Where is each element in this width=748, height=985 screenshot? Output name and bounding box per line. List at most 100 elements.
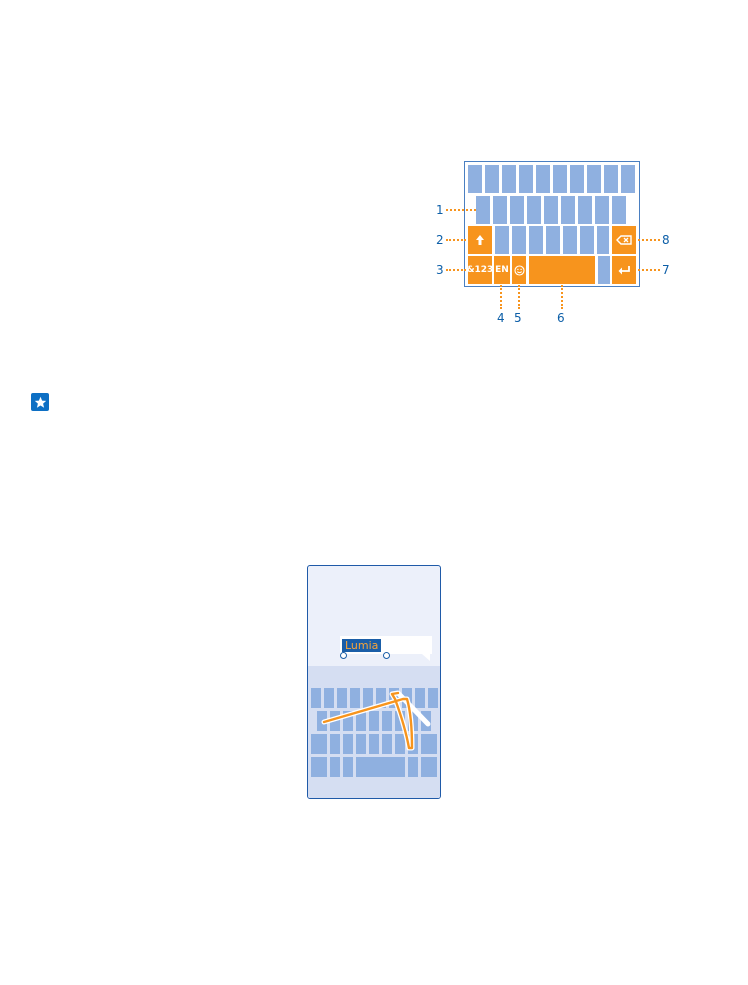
phone-key <box>356 757 405 777</box>
phone-key <box>311 757 327 777</box>
callout-2: 2 <box>436 233 444 247</box>
phone-key <box>363 688 373 708</box>
callout-4: 4 <box>497 311 505 325</box>
tip-star-badge <box>31 393 49 411</box>
callout-4-leader <box>500 285 502 309</box>
phone-key <box>337 688 347 708</box>
emoji-key <box>512 256 526 284</box>
letter-key <box>510 196 524 224</box>
phone-key <box>389 688 399 708</box>
phone-key <box>408 734 418 754</box>
letter-key <box>529 226 543 254</box>
phone-key <box>350 688 360 708</box>
phone-key <box>395 711 405 731</box>
phone-key <box>356 734 366 754</box>
phone-key <box>421 757 437 777</box>
space-key <box>529 256 595 284</box>
phone-key <box>421 734 437 754</box>
backspace-key <box>612 226 636 254</box>
phone-key <box>330 711 340 731</box>
star-icon <box>34 396 46 408</box>
phone-key <box>311 688 321 708</box>
callout-5-leader <box>518 285 520 309</box>
letter-key <box>553 165 567 193</box>
letter-key <box>546 226 560 254</box>
phone-key <box>408 757 418 777</box>
phone-key <box>402 688 412 708</box>
letter-key <box>544 196 558 224</box>
selection-handle-left <box>340 652 347 659</box>
callout-1: 1 <box>436 203 444 217</box>
shift-arrow-icon <box>476 235 484 245</box>
letter-key <box>502 165 516 193</box>
phone-key <box>311 734 327 754</box>
symbols-key-label: &123 <box>466 265 494 275</box>
letter-key <box>621 165 635 193</box>
letter-key <box>561 196 575 224</box>
callout-6-leader <box>561 285 563 309</box>
letter-key <box>468 165 482 193</box>
phone-key <box>428 688 438 708</box>
phone-keyboard <box>308 666 440 798</box>
callout-8-leader <box>638 239 660 241</box>
enter-icon <box>618 266 630 275</box>
phone-key <box>376 688 386 708</box>
phone-key <box>330 757 340 777</box>
phone-swipe-illustration: Lumia <box>307 565 441 799</box>
phone-key <box>330 734 340 754</box>
callout-3: 3 <box>436 263 444 277</box>
backspace-icon <box>616 235 632 245</box>
phone-key <box>343 757 353 777</box>
letter-key <box>512 226 526 254</box>
letter-key <box>570 165 584 193</box>
selection-handle-right <box>383 652 390 659</box>
enter-key <box>612 256 636 284</box>
letter-key <box>485 165 499 193</box>
phone-key <box>343 734 353 754</box>
phone-key <box>369 734 379 754</box>
keyboard-frame: &123 EN <box>464 161 640 287</box>
phone-key <box>356 711 366 731</box>
phone-key <box>324 688 334 708</box>
letter-key <box>597 226 609 254</box>
phone-key <box>343 711 353 731</box>
letter-key <box>563 226 577 254</box>
phone-key <box>395 734 405 754</box>
letter-key <box>536 165 550 193</box>
letter-key <box>476 196 490 224</box>
text-box-tail <box>422 654 430 661</box>
language-key-label: EN <box>495 265 509 275</box>
phone-key <box>382 734 392 754</box>
period-key <box>598 256 610 284</box>
callout-3-leader <box>446 269 466 271</box>
letter-key <box>604 165 618 193</box>
callout-5: 5 <box>514 311 522 325</box>
letter-key <box>578 196 592 224</box>
letter-key <box>519 165 533 193</box>
phone-key <box>421 711 431 731</box>
emoji-icon <box>513 264 525 276</box>
phone-key <box>408 711 418 731</box>
letter-key <box>595 196 609 224</box>
phone-key <box>415 688 425 708</box>
callout-7: 7 <box>662 263 670 277</box>
language-key: EN <box>494 256 510 284</box>
shift-key <box>468 226 492 254</box>
symbols-key: &123 <box>466 256 494 284</box>
letter-key <box>493 196 507 224</box>
letter-key <box>580 226 594 254</box>
keyboard-diagram: &123 EN 1 2 3 8 7 4 <box>0 0 748 340</box>
callout-1-leader <box>446 209 476 211</box>
letter-key <box>527 196 541 224</box>
letter-key <box>587 165 601 193</box>
letter-key <box>495 226 509 254</box>
letter-key <box>612 196 626 224</box>
phone-key <box>382 711 392 731</box>
callout-6: 6 <box>557 311 565 325</box>
selected-word: Lumia <box>342 639 382 652</box>
phone-key <box>317 711 327 731</box>
callout-2-leader <box>446 239 466 241</box>
phone-key <box>369 711 379 731</box>
callout-8: 8 <box>662 233 670 247</box>
callout-7-leader <box>638 269 660 271</box>
